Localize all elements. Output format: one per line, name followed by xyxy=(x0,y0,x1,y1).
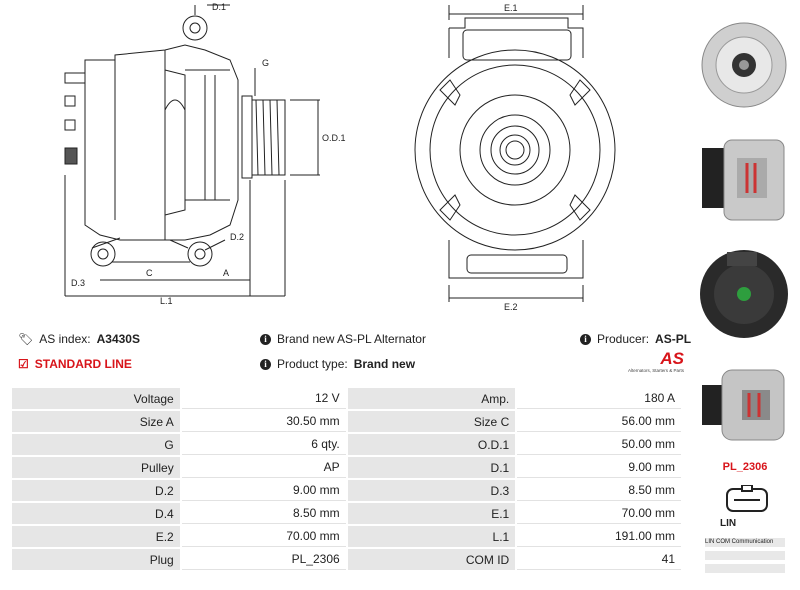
label-d1: D.1 xyxy=(212,2,226,12)
spec-label: Voltage xyxy=(12,388,180,409)
spec-value: 8.50 mm xyxy=(517,480,681,501)
info-icon: i xyxy=(260,358,271,370)
spec-value: 180 A xyxy=(517,388,681,409)
check-square-icon: ☑ xyxy=(18,357,29,371)
label-a: A xyxy=(223,268,229,278)
spec-value: 70.00 mm xyxy=(517,503,681,524)
spec-value: 191.00 mm xyxy=(517,526,681,547)
plug-type-label: LIN xyxy=(720,518,737,529)
spec-label: D.1 xyxy=(347,457,516,478)
plug-code: PL_2306 xyxy=(722,461,768,473)
info-icon: i xyxy=(580,333,591,345)
plug-connector-icon xyxy=(726,485,768,512)
spec-label: E.2 xyxy=(12,526,180,547)
label-e2: E.2 xyxy=(504,302,518,312)
product-type-value: Brand new xyxy=(353,357,416,371)
spec-value: 41 xyxy=(517,549,681,570)
spec-value: 70.00 mm xyxy=(181,526,346,547)
tag-icon: 🏷︎ xyxy=(18,332,34,346)
spec-label: E.1 xyxy=(347,503,516,524)
spec-value: 50.00 mm xyxy=(517,434,681,455)
label-g: G xyxy=(262,58,269,68)
spec-value: 56.00 mm xyxy=(517,411,681,432)
product-photo-side xyxy=(702,139,785,221)
spec-label: G xyxy=(12,434,180,455)
product-description: i Brand new AS-PL Alternator xyxy=(260,332,426,346)
spec-label: COM ID xyxy=(347,549,516,570)
standard-line-text: STANDARD LINE xyxy=(34,357,132,371)
as-index-label: AS index: xyxy=(39,332,91,346)
technical-drawing: D.1 G O.D.1 D.2 D.3 C A L.1 E.1 E.2 xyxy=(64,2,616,312)
spec-value: 6 qty. xyxy=(181,434,346,455)
product-photo-angle xyxy=(702,369,785,441)
communication-row xyxy=(705,564,785,573)
label-od1: O.D.1 xyxy=(322,133,346,143)
label-l1: L.1 xyxy=(160,296,173,306)
spec-label: Plug xyxy=(12,549,180,570)
spec-value: 9.00 mm xyxy=(181,480,346,501)
spec-value: AP xyxy=(181,457,346,478)
communication-row: LIN COM Communication xyxy=(705,538,785,547)
producer-label: Producer: xyxy=(597,332,650,346)
info-icon: i xyxy=(260,333,271,345)
spec-label: D.2 xyxy=(12,480,180,501)
spec-value: 9.00 mm xyxy=(517,457,681,478)
communication-row xyxy=(705,551,785,560)
label-d2: D.2 xyxy=(230,232,244,242)
spec-label: L.1 xyxy=(347,526,516,547)
spec-value: 30.50 mm xyxy=(181,411,346,432)
as-index: 🏷︎ AS index: A3430S xyxy=(18,332,140,346)
as-index-value: A3430S xyxy=(96,332,140,346)
spec-label: Size A xyxy=(12,411,180,432)
description-text: Brand new AS-PL Alternator xyxy=(277,332,426,346)
spec-label: Size C xyxy=(347,411,516,432)
producer: i Producer: AS-PL xyxy=(580,332,691,346)
product-type-label: Product type: xyxy=(277,357,348,371)
label-e1: E.1 xyxy=(504,3,518,13)
spec-label: O.D.1 xyxy=(347,434,516,455)
product-type: i Product type: Brand new xyxy=(260,357,415,371)
product-photo-rear xyxy=(700,250,788,338)
spec-label: Amp. xyxy=(347,388,516,409)
communication-table: LIN COM Communication xyxy=(705,538,785,577)
standard-line-badge: ☑ STANDARD LINE xyxy=(18,357,132,371)
producer-value: AS-PL xyxy=(655,332,692,346)
spec-value: PL_2306 xyxy=(181,549,346,570)
spec-label: D.4 xyxy=(12,503,180,524)
product-photo-front xyxy=(701,22,787,108)
label-c: C xyxy=(146,268,153,278)
spec-label: Pulley xyxy=(12,457,180,478)
label-d3: D.3 xyxy=(71,278,85,288)
spec-value: 8.50 mm xyxy=(181,503,346,524)
as-pl-logo: AS Alternators, Starters & Parts xyxy=(627,349,684,374)
spec-label: D.3 xyxy=(347,480,516,501)
spec-value: 12 V xyxy=(181,388,346,409)
